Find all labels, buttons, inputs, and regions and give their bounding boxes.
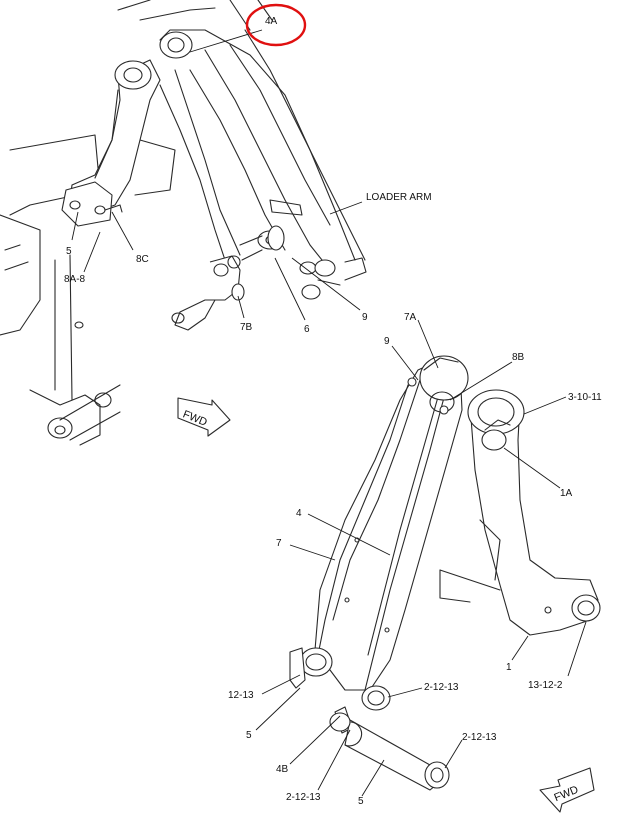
callout-4: 4: [296, 508, 302, 519]
callout-2-12-13-a: 2-12-13: [424, 682, 459, 693]
callout-8c: 8C: [136, 254, 149, 265]
callout-4b: 4B: [276, 764, 289, 775]
callout-9-top: 9: [362, 312, 368, 323]
callout-7b: 7B: [240, 322, 253, 333]
callout-5-bottom: 5: [358, 796, 364, 807]
callout-2-12-13-b: 2-12-13: [462, 732, 497, 743]
fwd-arrow-top: FWD: [177, 397, 231, 437]
highlight-circle-4a: [245, 3, 307, 47]
fwd-arrow-bottom: FWD: [539, 767, 595, 813]
callout-7: 7: [276, 538, 282, 549]
callout-8b: 8B: [512, 352, 525, 363]
callout-2-12-13-c: 2-12-13: [286, 792, 321, 803]
callout-9: 9: [384, 336, 390, 347]
callout-5-mid: 5: [246, 730, 252, 741]
callout-7a: 7A: [404, 312, 417, 323]
callout-8a-8: 8A-8: [64, 274, 86, 285]
callout-6: 6: [304, 324, 310, 335]
lower-assembly-drawing: [289, 355, 601, 791]
callout-1: 1: [506, 662, 512, 673]
callout-3-10-11: 3-10-11: [568, 392, 602, 403]
callout-loader-arm: LOADER ARM: [366, 192, 432, 203]
callout-labels: 4A LOADER ARM 5 8C 8A-8 7B 6 9 7A 9 8B 3…: [64, 16, 602, 807]
leader-lines: [71, 29, 587, 797]
callout-4a: 4A: [265, 16, 278, 27]
callout-12-13: 12-13: [228, 690, 254, 701]
upper-assembly-drawing: [0, 0, 367, 446]
callout-1a: 1A: [560, 488, 573, 499]
callout-5-top: 5: [66, 246, 72, 257]
callout-13-12-2: 13-12-2: [528, 680, 563, 691]
